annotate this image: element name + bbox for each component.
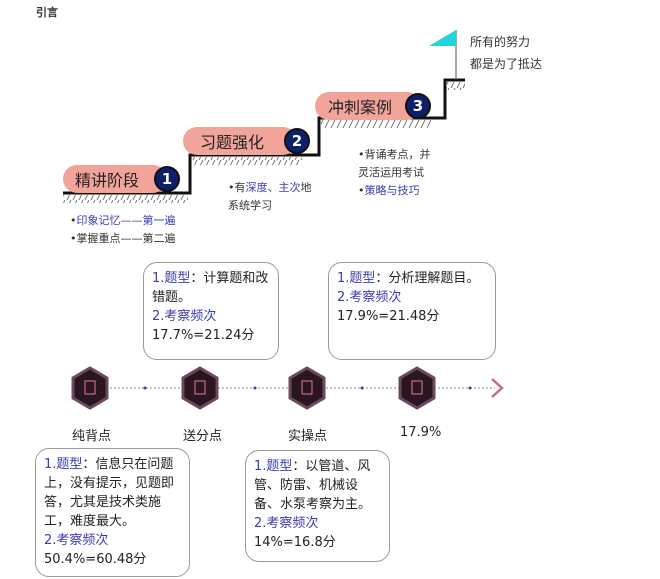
node-4-label: 17.9% (400, 425, 442, 440)
flag-icon (429, 30, 456, 46)
hexagon-node-3 (288, 366, 326, 410)
type-text: ：以管道、风管、防雷、机械设备、水泵考察为主。 (254, 459, 372, 512)
info-box-3: 1.题型：以管道、风管、防雷、机械设备、水泵考察为主。 2.考察频次 14%=1… (245, 450, 390, 562)
type-label: 1.题型 (254, 459, 293, 474)
node-3-label: 实操点 (288, 429, 328, 444)
note: 印象记忆——第一遍 (76, 214, 176, 227)
step-3-badge: 3 (405, 93, 431, 119)
freq-value: 17.7%=21.24分 (152, 328, 255, 343)
list-document-icon (301, 380, 313, 395)
step-3-pill: 冲刺案例 (315, 92, 421, 120)
freq-value: 17.9%=21.48分 (337, 309, 440, 324)
type-label: 1.题型 (152, 271, 191, 286)
note: 灵活运用考试 (358, 166, 424, 179)
goal-line-2: 都是为了抵达 (470, 57, 543, 71)
info-box-1: 1.题型：信息只在问题上，没有提示，见题即答，尤其是技术类施工，难度最大。 2.… (35, 448, 190, 577)
step-1-notes: •印象记忆——第一遍 •掌握重点——第二遍 (70, 214, 176, 245)
node-2-label: 送分点 (183, 429, 223, 444)
slide-title: 引言 (36, 6, 58, 19)
step-2-notes: •有深度、主次地 系统学习 (228, 179, 312, 215)
type-text: ：计算题和改错题。 (152, 271, 269, 305)
hexagon-node-4 (398, 366, 436, 410)
note: 策略与技巧 (364, 184, 420, 197)
step-1-pill: 精讲阶段 (63, 165, 167, 193)
type-label: 1.题型 (44, 457, 83, 472)
freq-label: 2.考察频次 (337, 290, 402, 305)
type-text: ：分析理解题目。 (375, 271, 480, 286)
hexagon-node-2 (181, 366, 219, 410)
note: 地 (300, 181, 312, 194)
timeline (71, 366, 504, 410)
step-1-badge: 1 (154, 166, 180, 192)
note: 背诵考点，并 (364, 148, 431, 161)
note: 有 (234, 181, 246, 194)
note: 掌握重点——第二遍 (76, 232, 176, 245)
note: 系统学习 (228, 199, 272, 212)
step-2-pill: 习题强化 (183, 127, 297, 155)
freq-label: 2.考察频次 (44, 533, 109, 548)
edit-document-icon (194, 380, 206, 395)
node-1-label: 纯背点 (72, 429, 112, 444)
certificate-icon (411, 380, 423, 395)
freq-label: 2.考察频次 (152, 309, 217, 324)
document-icon (84, 380, 96, 395)
freq-value: 14%=16.8分 (254, 535, 336, 550)
goal-line-1: 所有的努力 (470, 35, 531, 49)
type-label: 1.题型 (337, 271, 376, 286)
info-box-2: 1.题型：计算题和改错题。 2.考察频次 17.7%=21.24分 (143, 262, 279, 360)
staircase-graphic (63, 30, 465, 203)
type-text: ：信息只在问题上，没有提示，见题即答，尤其是技术类施工，难度最大。 (44, 457, 175, 529)
note: 深度、主次 (245, 181, 301, 194)
step-2-badge: 2 (284, 128, 310, 154)
step-3-notes: •背诵考点，并 灵活运用考试 •策略与技巧 (358, 148, 431, 197)
info-box-4: 1.题型：分析理解题目。 2.考察频次 17.9%=21.48分 (328, 262, 496, 360)
freq-label: 2.考察频次 (254, 516, 319, 531)
hexagon-node-1 (71, 366, 109, 410)
arrow-right-icon (491, 378, 504, 398)
freq-value: 50.4%=60.48分 (44, 552, 147, 567)
